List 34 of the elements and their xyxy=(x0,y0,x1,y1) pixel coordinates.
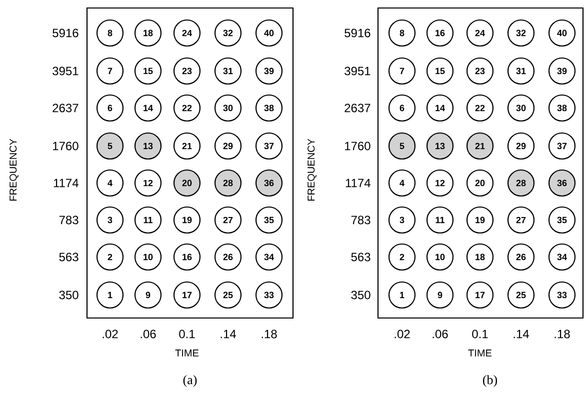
tick-label: 1760 xyxy=(345,142,370,150)
axis-label: FREQUENCY xyxy=(10,138,18,201)
tick-label: 563 xyxy=(59,252,78,262)
tick-label: 2637 xyxy=(344,104,370,112)
tick-label: 783 xyxy=(351,216,370,224)
axis-label: FREQUENCY xyxy=(308,138,316,201)
tick-label: 563 xyxy=(351,252,370,262)
tick-label: .06 xyxy=(140,330,156,338)
panel-caption: (b) xyxy=(482,375,498,387)
tick-label: 350 xyxy=(351,290,370,300)
panel-frame xyxy=(377,7,584,319)
tick-label: 5916 xyxy=(344,28,370,38)
tick-label: 0.1 xyxy=(472,330,488,338)
axis-label: TIME xyxy=(175,350,199,356)
tick-label: 783 xyxy=(59,216,78,224)
tick-label: .02 xyxy=(394,330,410,338)
tick-label: 5916 xyxy=(52,28,78,38)
tick-label: 350 xyxy=(59,290,78,300)
axis-label: TIME xyxy=(468,350,492,356)
tick-label: .06 xyxy=(432,330,448,338)
tick-label: .14 xyxy=(220,330,236,338)
tick-label: 3951 xyxy=(344,66,370,76)
tick-label: 1174 xyxy=(346,178,370,188)
tick-label: 0.1 xyxy=(179,330,195,338)
tick-label: 2637 xyxy=(52,104,78,112)
tick-label: 1760 xyxy=(53,142,78,150)
tick-label: 3951 xyxy=(52,66,78,76)
panel-caption: (a) xyxy=(183,375,197,387)
tick-label: .02 xyxy=(102,330,118,338)
tick-label: .18 xyxy=(262,330,277,338)
tick-label: .14 xyxy=(514,330,529,338)
tick-label: .18 xyxy=(554,330,570,338)
tick-label: 1174 xyxy=(54,178,78,188)
panel-frame xyxy=(86,7,294,319)
